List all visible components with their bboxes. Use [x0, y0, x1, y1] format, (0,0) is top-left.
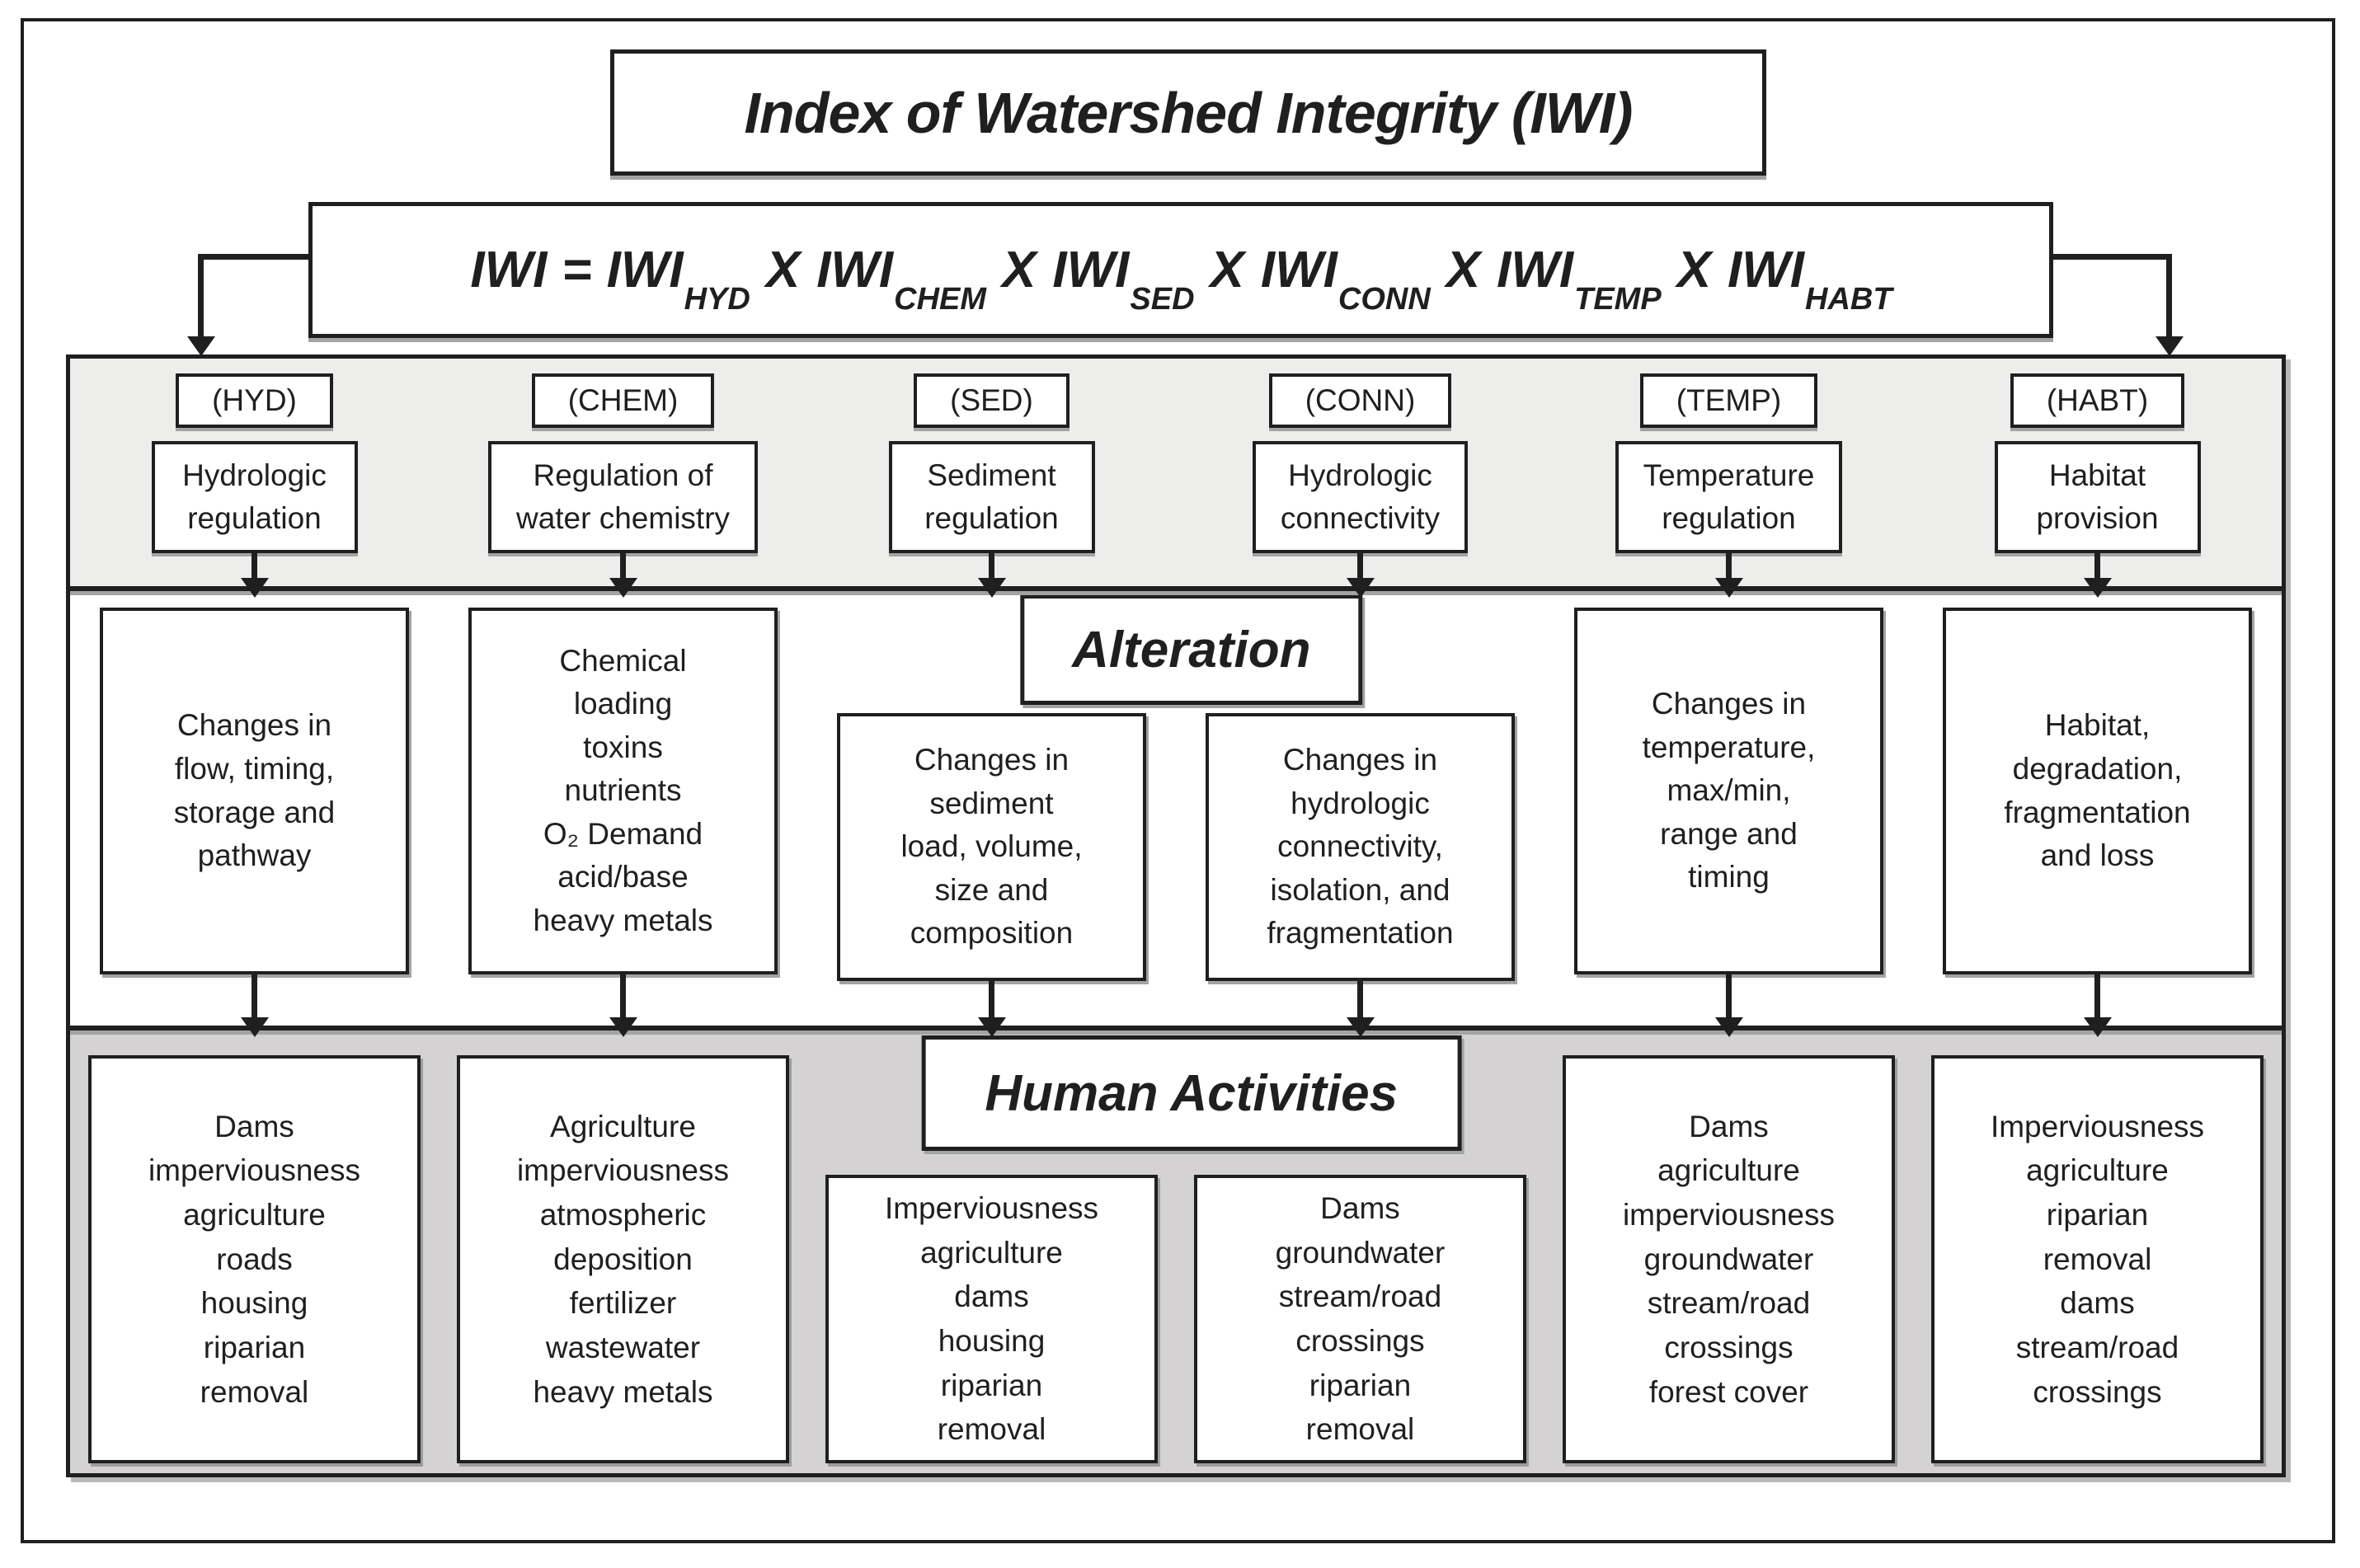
column-hyd-function-cell: (HYD) Hydrologic regulation: [70, 359, 439, 598]
function-box-temp: Temperature regulation: [1615, 441, 1843, 553]
code-box-conn: (CONN): [1268, 373, 1452, 428]
column-chem-function-cell: (CHEM) Regulation of water chemistry: [439, 359, 807, 598]
arrow-down-icon: [1346, 981, 1375, 1037]
connector-line: [2050, 254, 2172, 260]
alteration-box-conn: Changes in hydrologic connectivity, isol…: [1205, 713, 1516, 981]
arrow-down-icon: [977, 981, 1006, 1037]
formula-term-sed: IWISED: [1052, 242, 1195, 317]
formula-times: X: [1446, 242, 1481, 298]
connector-line: [2166, 254, 2172, 338]
column-habt-activities-cell: Imperviousness agriculture riparian remo…: [1913, 1030, 2282, 1473]
formula-lhs: IWI: [470, 242, 548, 298]
function-box-chem: Regulation of water chemistry: [487, 441, 759, 553]
function-box-sed: Sediment regulation: [888, 441, 1095, 553]
alteration-title-box: Alteration: [1020, 594, 1363, 705]
alteration-box-habt: Habitat, degradation, fragmentation and …: [1942, 608, 2253, 974]
arrow-down-icon: [240, 974, 269, 1037]
alteration-band: Alteration Changes in flow, timing, stor…: [70, 591, 2282, 1037]
alteration-title: Alteration: [1072, 621, 1311, 678]
function-box-conn: Hydrologic connectivity: [1252, 441, 1469, 553]
column-conn-function-cell: (CONN) Hydrologic connectivity: [1176, 359, 1544, 598]
formula-term-conn: IWICONN: [1260, 242, 1431, 317]
activities-box-habt: Imperviousness agriculture riparian remo…: [1931, 1055, 2264, 1463]
function-box-hyd: Hydrologic regulation: [151, 441, 358, 553]
human-activities-title: Human Activities: [985, 1064, 1399, 1122]
arrow-down-icon: [1714, 974, 1743, 1037]
arrow-down-icon: [1714, 552, 1743, 598]
column-hyd-alteration-cell: Changes in flow, timing, storage and pat…: [70, 591, 439, 1037]
arrow-down-icon: [2155, 336, 2184, 356]
column-habt-function-cell: (HABT) Habitat provision: [1913, 359, 2282, 598]
column-sed-function-cell: (SED) Sediment regulation: [807, 359, 1176, 598]
column-conn-activities-cell: Dams groundwater stream/road crossings r…: [1176, 1030, 1544, 1473]
functions-band: (HYD) Hydrologic regulation (CHEM) Regul…: [70, 359, 2282, 598]
formula-term-temp: IWITEMP: [1497, 242, 1662, 317]
activities-box-sed: Imperviousness agriculture dams housing …: [825, 1175, 1158, 1463]
arrow-down-icon: [1346, 552, 1375, 598]
formula-term-habt: IWIHABT: [1728, 242, 1892, 317]
activities-box-temp: Dams agriculture imperviousness groundwa…: [1563, 1055, 1895, 1463]
function-box-habt: Habitat provision: [1994, 441, 2201, 553]
arrow-down-icon: [2083, 974, 2112, 1037]
iwi-formula-box: IWI = IWIHYD X IWICHEM X IWISED X IWICON…: [308, 202, 2053, 338]
diagram-title-box: Index of Watershed Integrity (IWI): [610, 49, 1766, 176]
activities-box-conn: Dams groundwater stream/road crossings r…: [1194, 1175, 1526, 1463]
column-chem-alteration-cell: Chemical loading toxins nutrients O₂ Dem…: [439, 591, 807, 1037]
code-box-chem: (CHEM): [531, 373, 715, 428]
column-conn-alteration-cell: Changes in hydrologic connectivity, isol…: [1176, 591, 1544, 1037]
formula-times: X: [765, 242, 801, 298]
alteration-box-chem: Chemical loading toxins nutrients O₂ Dem…: [468, 608, 778, 974]
human-activities-title-box: Human Activities: [921, 1035, 1462, 1151]
column-habt-alteration-cell: Habitat, degradation, fragmentation and …: [1913, 591, 2282, 1037]
arrow-down-icon: [977, 552, 1006, 598]
formula-term-hyd: IWIHYD: [606, 242, 750, 317]
column-sed-alteration-cell: Changes in sediment load, volume, size a…: [807, 591, 1176, 1037]
formula-equals: =: [562, 242, 592, 298]
column-temp-activities-cell: Dams agriculture imperviousness groundwa…: [1544, 1030, 1913, 1473]
formula-times: X: [1210, 242, 1244, 298]
arrow-down-icon: [240, 552, 269, 598]
alteration-box-hyd: Changes in flow, timing, storage and pat…: [99, 608, 410, 974]
arrow-down-icon: [187, 336, 215, 356]
activities-box-hyd: Dams imperviousness agriculture roads ho…: [88, 1055, 421, 1463]
column-hyd-activities-cell: Dams imperviousness agriculture roads ho…: [70, 1030, 439, 1473]
formula-term-chem: IWICHEM: [816, 242, 987, 317]
connector-line: [198, 254, 204, 338]
bands-container: (HYD) Hydrologic regulation (CHEM) Regul…: [66, 354, 2286, 1477]
activities-box-chem: Agriculture imperviousness atmospheric d…: [457, 1055, 789, 1463]
column-sed-activities-cell: Imperviousness agriculture dams housing …: [807, 1030, 1176, 1473]
column-temp-function-cell: (TEMP) Temperature regulation: [1544, 359, 1913, 598]
column-chem-activities-cell: Agriculture imperviousness atmospheric d…: [439, 1030, 807, 1473]
arrow-down-icon: [609, 974, 637, 1037]
human-activities-band: Human Activities Dams imperviousness agr…: [70, 1030, 2282, 1473]
code-box-temp: (TEMP): [1639, 373, 1818, 428]
code-box-habt: (HABT): [2010, 373, 2185, 428]
alteration-box-temp: Changes in temperature, max/min, range a…: [1573, 608, 1884, 974]
column-temp-alteration-cell: Changes in temperature, max/min, range a…: [1544, 591, 1913, 1037]
diagram-title: Index of Watershed Integrity (IWI): [744, 80, 1633, 145]
arrow-down-icon: [609, 552, 637, 598]
code-box-hyd: (HYD): [176, 373, 333, 428]
code-box-sed: (SED): [914, 373, 1070, 428]
connector-line: [198, 254, 313, 260]
arrow-down-icon: [2083, 552, 2112, 598]
alteration-box-sed: Changes in sediment load, volume, size a…: [836, 713, 1147, 981]
formula-times: X: [1002, 242, 1037, 298]
formula-times: X: [1676, 242, 1712, 298]
